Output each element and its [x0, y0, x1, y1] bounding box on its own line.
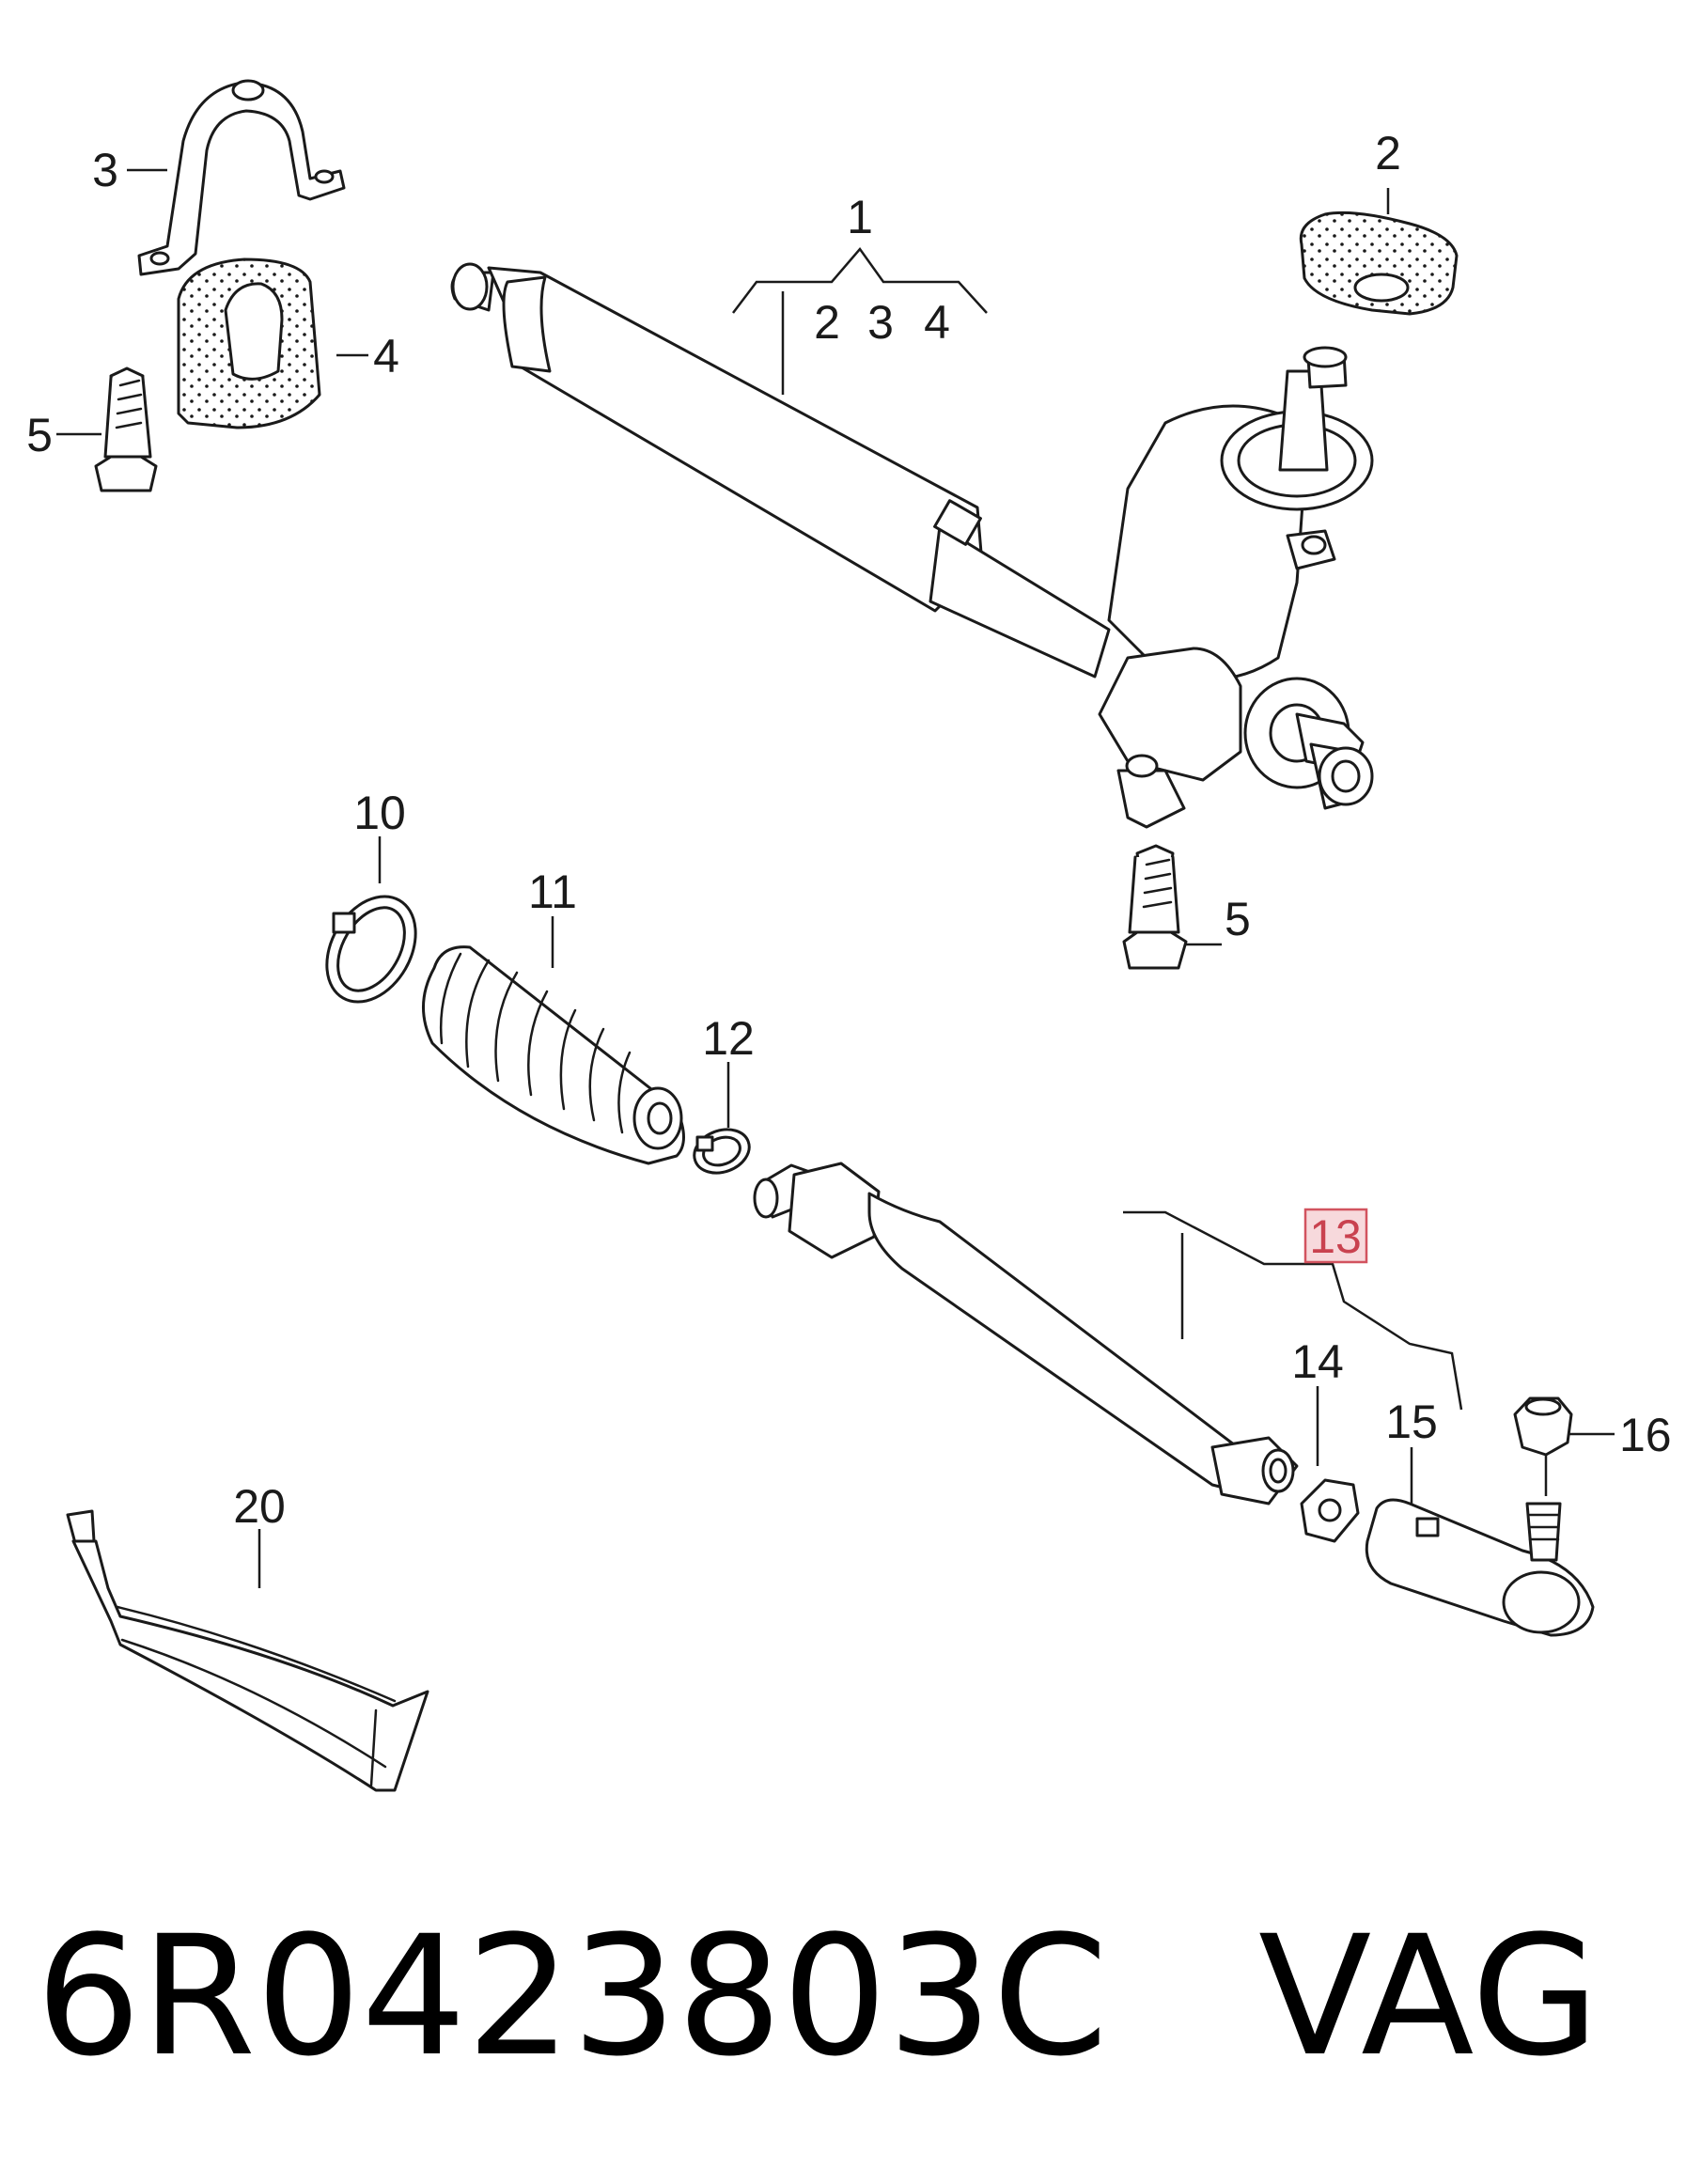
- callout-1-sub-3[interactable]: 3: [867, 296, 894, 349]
- brand-name: VAG: [1258, 1900, 1600, 2093]
- clamp-ring: [325, 895, 417, 1004]
- callout-16[interactable]: 16: [1619, 1409, 1672, 1461]
- callout-3[interactable]: 3: [92, 144, 118, 196]
- callout-11[interactable]: 11: [528, 866, 577, 918]
- callout-12[interactable]: 12: [702, 1012, 755, 1065]
- inner-tie-rod: [753, 1162, 1299, 1505]
- bolt-bottom: [1122, 844, 1188, 970]
- callout-1-sub-4[interactable]: 4: [924, 296, 950, 349]
- callout-13[interactable]: 13: [1309, 1210, 1362, 1263]
- callout-leaders: [56, 168, 1615, 1588]
- pinion-seal: [1299, 211, 1459, 316]
- callout-5-bottom[interactable]: 5: [1225, 893, 1251, 945]
- outer-tie-rod-end: [1365, 1498, 1595, 1637]
- callout-14[interactable]: 14: [1291, 1335, 1344, 1388]
- footer-caption: 6R0423803C VAG: [36, 1889, 1671, 2105]
- callout-5-top[interactable]: 5: [26, 409, 53, 461]
- callout-4[interactable]: 4: [373, 330, 399, 382]
- highlight-box: [1303, 1208, 1368, 1264]
- small-clamp: [693, 1128, 751, 1175]
- bellows-boot: [422, 945, 685, 1165]
- callout-15[interactable]: 15: [1385, 1396, 1438, 1448]
- steering-rack-housing: [450, 262, 1374, 829]
- mounting-clamp: [137, 79, 346, 276]
- callout-13-highlight[interactable]: 13: [1303, 1208, 1368, 1264]
- callout-20[interactable]: 20: [233, 1480, 286, 1533]
- part-number: 6R0423803C: [36, 1900, 1108, 2093]
- tie-rod-nut: [1513, 1396, 1573, 1457]
- callout-1-sub-2[interactable]: 2: [814, 296, 840, 349]
- grease-tube: [66, 1509, 429, 1792]
- bolt-top: [94, 367, 158, 492]
- callout-10[interactable]: 10: [353, 787, 406, 839]
- rubber-bush: [177, 257, 321, 429]
- callout-1[interactable]: 1: [847, 191, 873, 243]
- callout-2[interactable]: 2: [1375, 127, 1401, 179]
- hex-nut: [1300, 1478, 1360, 1543]
